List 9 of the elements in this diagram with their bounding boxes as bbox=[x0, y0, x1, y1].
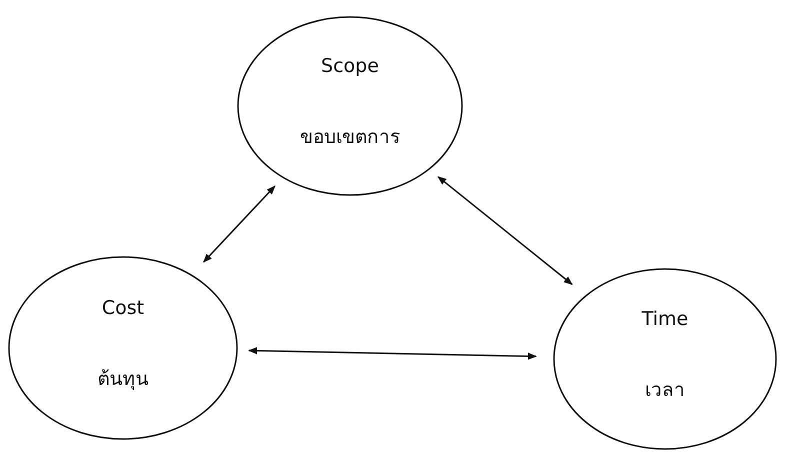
node-subtitle: ต้นทุน bbox=[96, 367, 150, 392]
node-subtitle: ขอบเขตการ bbox=[299, 125, 401, 150]
node-title: Time bbox=[640, 308, 690, 330]
double-arrow bbox=[203, 185, 276, 263]
double-arrow bbox=[437, 176, 573, 285]
node-title: Scope bbox=[320, 55, 380, 77]
double-arrow bbox=[248, 347, 537, 360]
node-title: Cost bbox=[100, 297, 146, 319]
node-subtitle: เวลา bbox=[644, 378, 686, 403]
